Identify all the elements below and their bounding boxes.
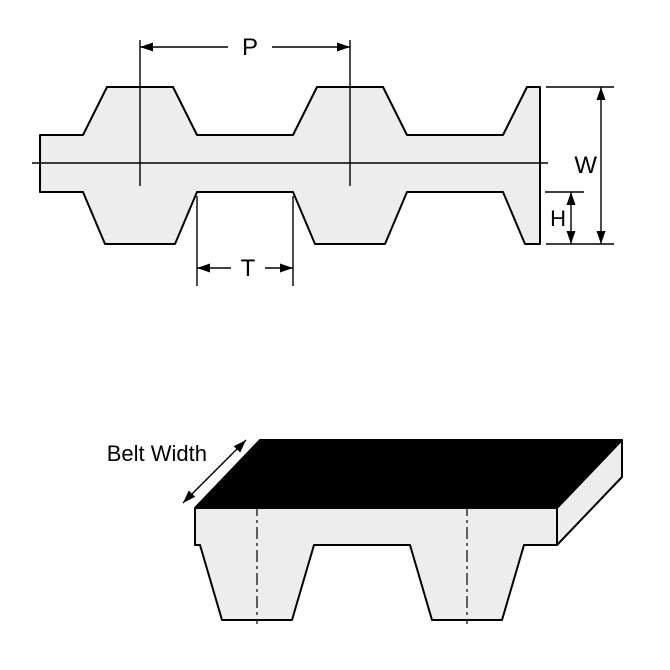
width-arrow-bottom [596,231,606,244]
belt-front-face [194,507,558,621]
belt-width-arrowhead-bottom [183,490,196,503]
pitch-label: P [242,34,258,61]
belt-width-arrow [182,439,247,504]
tooth-dimension: T [196,196,294,286]
width-label: W [574,152,597,179]
belt-profile-outline [39,86,541,245]
height-dimension: H [545,191,584,244]
width-arrow-top [596,87,606,100]
pitch-arrow-left [140,42,153,52]
belt-cross-section-view: P W H T [32,34,614,286]
width-dimension: W [546,86,614,245]
tooth-arrow-right [280,263,293,273]
belt-width-label: Belt Width [107,441,207,466]
height-arrow-bottom [566,231,576,244]
belt-top-face [194,439,623,509]
height-arrow-top [566,192,576,205]
belt-isometric-view: Belt Width [107,439,623,624]
tooth-label: T [241,255,256,282]
height-label: H [550,206,566,231]
pitch-dimension: P [139,34,351,186]
belt-width-arrowhead-top [233,440,246,453]
tooth-arrow-left [197,263,210,273]
pitch-arrow-right [337,42,350,52]
